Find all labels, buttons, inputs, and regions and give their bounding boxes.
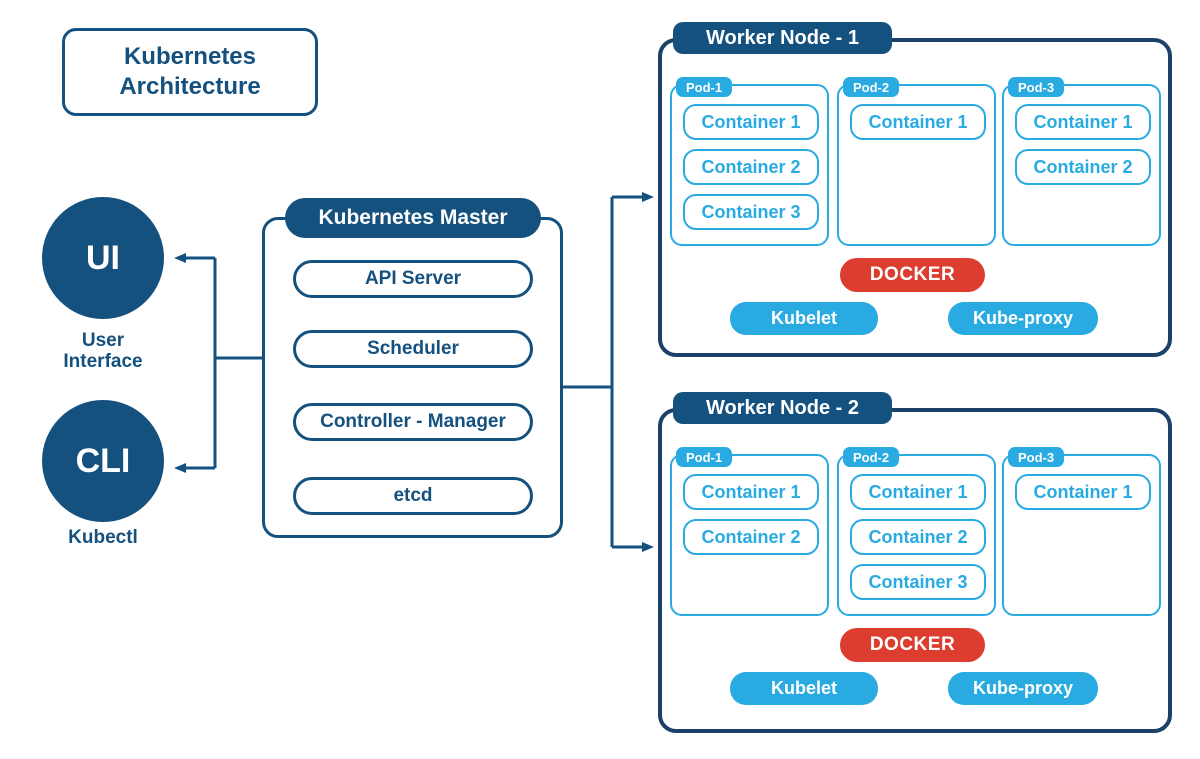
worker1-pod3-container-1: Container 1: [1015, 104, 1151, 140]
worker1-pod1-container-3: Container 3: [683, 194, 819, 230]
worker-node-2-box: Pod-1 Container 1 Container 2 Pod-2 Cont…: [658, 408, 1172, 733]
master-component-controller-manager: Controller - Manager: [293, 403, 533, 441]
ui-client-circle: UI: [42, 197, 164, 319]
worker2-pod-3: Pod-3 Container 1: [1002, 447, 1161, 616]
ui-abbr: UI: [86, 238, 120, 277]
worker1-pod-2: Pod-2 Container 1: [837, 77, 996, 246]
master-component-api-server: API Server: [293, 260, 533, 298]
worker2-pod3-container-1: Container 1: [1015, 474, 1151, 510]
worker1-docker-badge: DOCKER: [840, 258, 985, 292]
worker1-pod2-container-1: Container 1: [850, 104, 986, 140]
cli-abbr: CLI: [75, 441, 131, 480]
worker2-pod2-container-1: Container 1: [850, 474, 986, 510]
ui-client-label: User Interface: [63, 330, 143, 372]
worker1-pod1-container-2: Container 2: [683, 149, 819, 185]
worker1-pod3-container-2: Container 2: [1015, 149, 1151, 185]
cli-client-circle: CLI: [42, 400, 164, 522]
worker2-kube-proxy-badge: Kube-proxy: [948, 672, 1098, 705]
worker2-docker-badge: DOCKER: [840, 628, 985, 662]
worker2-pod2-container-3: Container 3: [850, 564, 986, 600]
master-component-scheduler: Scheduler: [293, 330, 533, 368]
master-component-etcd: etcd: [293, 477, 533, 515]
worker-node-2-title: Worker Node - 2: [673, 392, 892, 424]
kubernetes-master-title: Kubernetes Master: [285, 198, 541, 238]
worker2-pod1-container-1: Container 1: [683, 474, 819, 510]
worker-node-1-title: Worker Node - 1: [673, 22, 892, 54]
diagram-title: Kubernetes Architecture: [62, 28, 318, 116]
worker2-pod2-container-2: Container 2: [850, 519, 986, 555]
worker2-pod1-container-2: Container 2: [683, 519, 819, 555]
worker2-pod-2-badge: Pod-2: [843, 447, 900, 467]
worker1-pod1-container-1: Container 1: [683, 104, 819, 140]
worker1-kube-proxy-badge: Kube-proxy: [948, 302, 1098, 335]
worker2-kubelet-badge: Kubelet: [730, 672, 878, 705]
worker1-pod-3: Pod-3 Container 1 Container 2: [1002, 77, 1161, 246]
worker2-pod-2: Pod-2 Container 1 Container 2 Container …: [837, 447, 996, 616]
worker1-pod-1: Pod-1 Container 1 Container 2 Container …: [670, 77, 829, 246]
worker1-pod-1-badge: Pod-1: [676, 77, 733, 97]
worker2-pod-3-badge: Pod-3: [1008, 447, 1065, 467]
worker2-pod-1-badge: Pod-1: [676, 447, 733, 467]
worker1-pod-2-badge: Pod-2: [843, 77, 900, 97]
worker2-pod-1: Pod-1 Container 1 Container 2: [670, 447, 829, 616]
worker-node-1-box: Pod-1 Container 1 Container 2 Container …: [658, 38, 1172, 357]
worker1-pod-3-badge: Pod-3: [1008, 77, 1065, 97]
cli-client-label: Kubectl: [68, 527, 138, 548]
worker1-kubelet-badge: Kubelet: [730, 302, 878, 335]
